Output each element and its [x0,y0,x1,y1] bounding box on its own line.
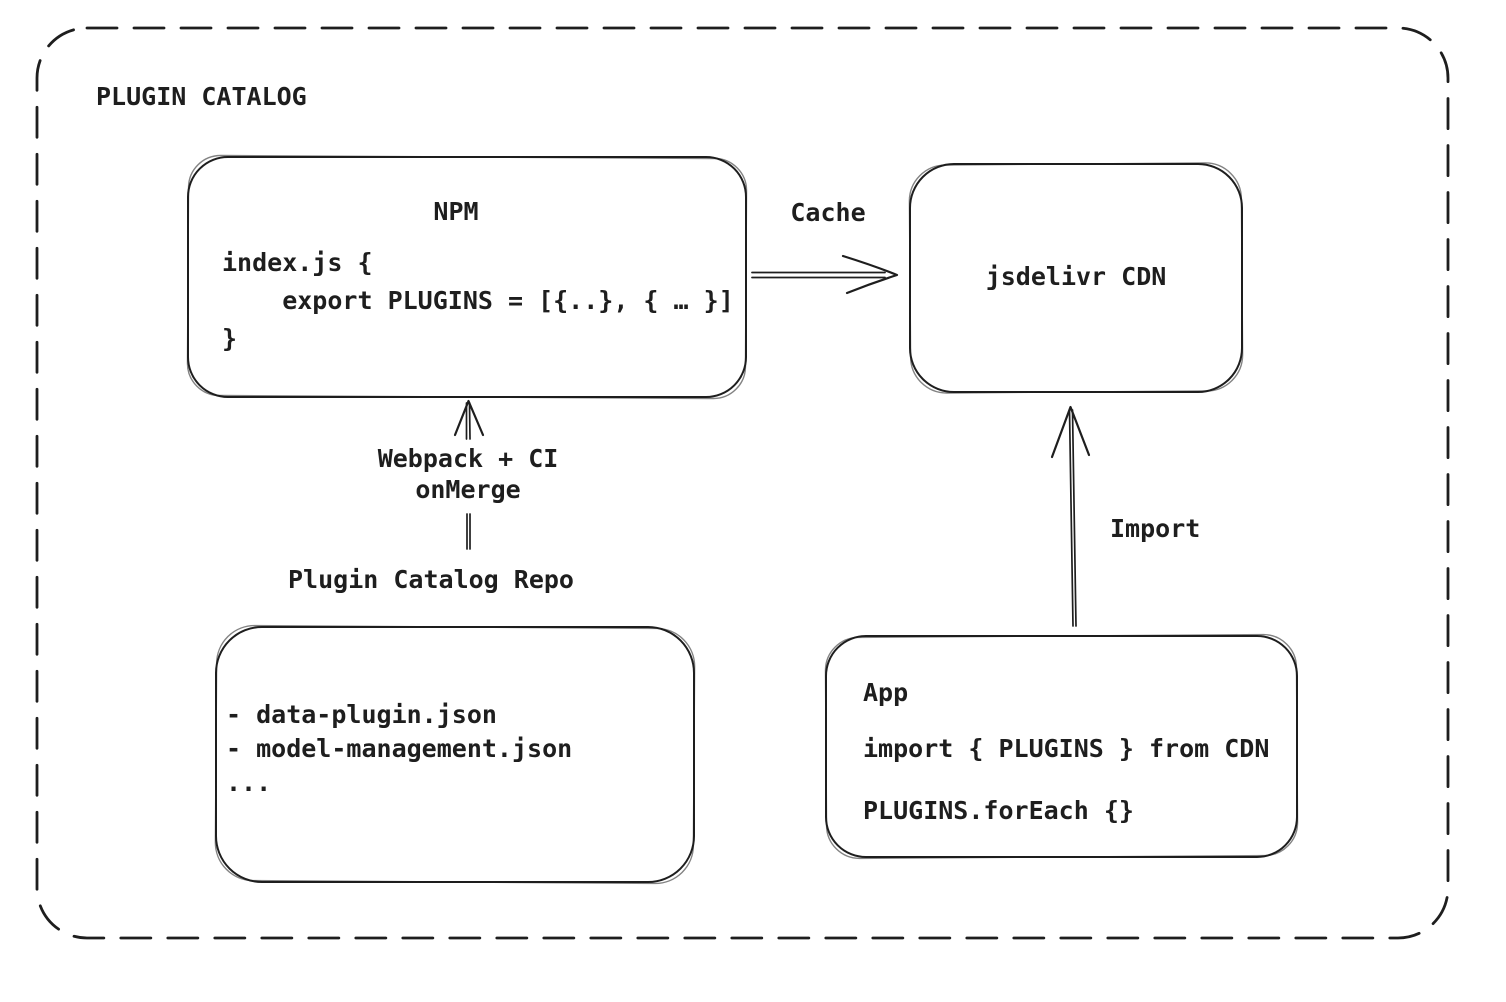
app-code-line: PLUGINS.forEach {} [863,796,1134,825]
build-arrow-shaft-upper-b [468,402,471,440]
build-arrow [453,399,485,550]
repo-file-item: - model-management.json [226,734,573,763]
app-box-title: App [863,678,909,707]
import-arrowhead [1050,405,1091,459]
repo-file-item: - data-plugin.json [226,700,497,729]
import-arrow [1050,405,1091,627]
catalog-boundary-outline [35,26,1450,940]
import-arrow-shaft-a [1068,409,1074,627]
cache-arrow [751,254,899,295]
import-arrow-label: Import [1110,514,1201,543]
cache-arrowhead [841,254,899,295]
npm-code-line: export PLUGINS = [{..}, { … }] [222,286,734,315]
repo-heading: Plugin Catalog Repo [288,565,574,594]
build-arrow-label-line2: onMerge [415,475,521,504]
npm-box-outline-sketch [186,154,748,400]
app-box-outline-sketch [824,633,1299,860]
npm-code-line: index.js { [222,248,373,277]
build-arrowhead [453,399,485,437]
repo-file-item: ... [226,768,272,797]
cdn-box-outline-sketch [908,162,1244,394]
npm-box-title: NPM [433,197,479,226]
build-arrow-label-line1: Webpack + CI [377,444,559,473]
repo-box-outline-sketch [214,624,696,885]
cdn-box-label: jsdelivr CDN [985,262,1167,291]
cache-arrow-label: Cache [790,198,866,227]
npm-code-line: } [222,324,238,353]
app-code-line: import { PLUGINS } from CDN [863,734,1270,763]
page-title: PLUGIN CATALOG [96,82,307,111]
import-arrow-shaft-b [1071,409,1077,627]
